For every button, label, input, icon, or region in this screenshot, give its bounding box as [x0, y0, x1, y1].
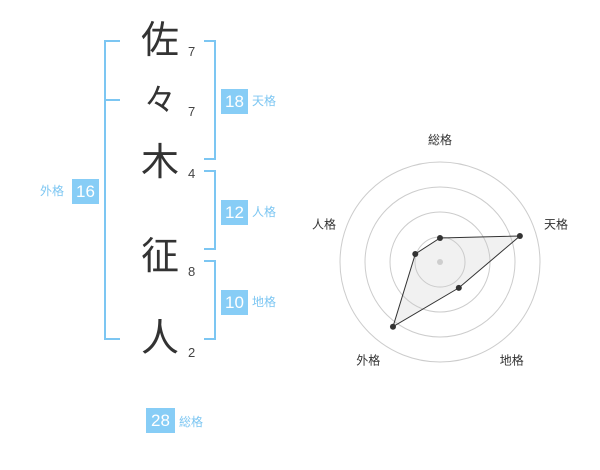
gaikaku-label: 外格: [40, 184, 65, 198]
radar-point-1: [516, 233, 523, 240]
soukaku-label: 総格: [179, 415, 204, 429]
tenkaku-label: 天格: [252, 94, 277, 108]
name-char-1: 佐: [140, 18, 179, 62]
tenkaku-value: 18: [221, 89, 248, 114]
radar-axis-label-2: 地格: [500, 353, 524, 368]
radar-axis-label-1: 天格: [544, 216, 568, 231]
radar-data-area: [392, 235, 522, 328]
radar-axis-label-3: 外格: [356, 353, 380, 368]
radar-point-0: [437, 235, 443, 241]
name-char-4: 征: [140, 234, 179, 278]
stroke-count-2: 7: [188, 104, 196, 119]
radar-ring-4: [339, 161, 541, 363]
stroke-count-3: 4: [188, 166, 196, 181]
chikaku-label: 地格: [252, 295, 277, 309]
soukaku-value: 28: [146, 408, 175, 433]
name-char-3: 木: [140, 140, 179, 184]
stroke-count-4: 8: [188, 264, 196, 279]
radar-point-3: [389, 323, 396, 330]
jinkaku-value: 12: [221, 200, 248, 225]
name-char-2: 々: [143, 81, 176, 119]
name-char-5: 人: [140, 316, 179, 360]
radar-axis-label-0: 総格: [428, 132, 452, 147]
radar-center: [437, 259, 443, 265]
stroke-count-5: 2: [188, 345, 196, 360]
radar-point-4: [412, 250, 419, 257]
radar-ring-3: [364, 186, 516, 338]
jinkaku-label: 人格: [252, 205, 277, 219]
stroke-count-1: 7: [188, 44, 196, 59]
chikaku-value: 10: [221, 290, 248, 315]
radar-axis-label-4: 人格: [312, 216, 336, 231]
gaikaku-value: 16: [72, 179, 99, 204]
radar-point-2: [455, 284, 462, 291]
